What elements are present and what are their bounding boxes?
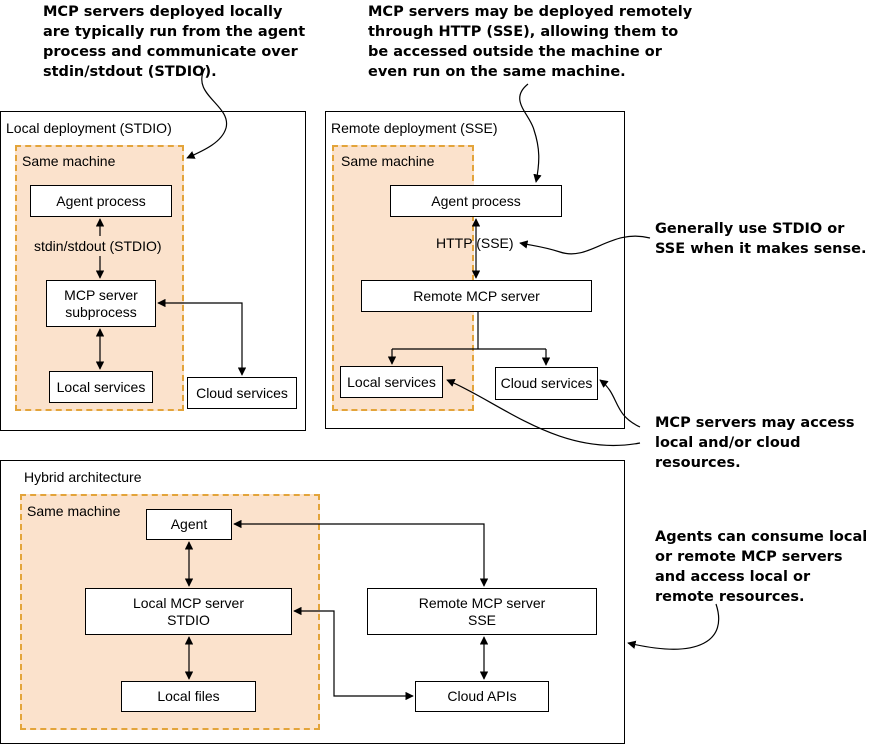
remote-zone-label: Same machine <box>341 153 435 169</box>
callout-local-curve <box>186 67 228 159</box>
hybrid-agent-remote-arrow <box>233 519 489 587</box>
hybrid-zone-label: Same machine <box>27 503 121 519</box>
hybrid-local-files-box: Local files <box>121 681 256 712</box>
hybrid-architecture-title: Hybrid architecture <box>24 469 142 485</box>
hybrid-cloud-apis-label: Cloud APIs <box>447 688 517 704</box>
local-mcp-subprocess-box: MCP server subprocess <box>46 280 156 327</box>
note-agents-consume: Agents can consume local or remote MCP s… <box>655 529 868 605</box>
remote-local-services-label: Local services <box>347 373 436 390</box>
local-services-box: Local services <box>49 371 153 403</box>
hybrid-local-cloud-arrow <box>293 606 414 701</box>
hybrid-local-mcp-line2: STDIO <box>167 611 210 628</box>
callout-agents-curve <box>627 603 720 650</box>
local-deployment-title: Local deployment (STDIO) <box>6 120 172 136</box>
local-services-label: Local services <box>56 378 146 395</box>
hybrid-local-mcp-box: Local MCP server STDIO <box>85 588 292 635</box>
note-resource-access: MCP servers may access local and/or clou… <box>655 415 855 471</box>
remote-mcp-server-box: Remote MCP server <box>361 280 592 312</box>
remote-deployment-title: Remote deployment (SSE) <box>331 120 498 136</box>
local-cloud-arrow <box>157 298 247 376</box>
remote-local-services-box: Local services <box>340 366 443 398</box>
callout-general-curve <box>519 235 651 255</box>
hybrid-remote-mcp-line1: Remote MCP server <box>418 594 546 611</box>
local-cloud-services-box: Cloud services <box>187 377 297 409</box>
remote-agent-process-label: Agent process <box>431 192 521 209</box>
remote-agent-process-box: Agent process <box>390 185 562 217</box>
local-cloud-services-label: Cloud services <box>196 384 288 401</box>
hybrid-local-files-label: Local files <box>157 688 220 704</box>
hybrid-local-mcp-line1: Local MCP server <box>132 594 244 611</box>
local-agent-process-box: Agent process <box>30 185 172 217</box>
callout-access-cloud-curve <box>599 379 641 428</box>
remote-mcp-server-label: Remote MCP server <box>413 287 540 304</box>
local-zone-label: Same machine <box>22 153 116 169</box>
callout-remote-curve <box>519 83 542 183</box>
local-agent-process-label: Agent process <box>56 192 146 209</box>
note-local-deployment: MCP servers deployed locally are typical… <box>43 4 306 80</box>
note-remote-deployment: MCP servers may be deployed remotely thr… <box>368 4 693 80</box>
remote-cloud-services-box: Cloud services <box>495 367 598 400</box>
local-stdio-link-label: stdin/stdout (STDIO) <box>34 238 162 254</box>
remote-cloud-services-label: Cloud services <box>500 375 593 391</box>
hybrid-remote-mcp-line2: SSE <box>467 611 496 628</box>
hybrid-cloud-apis-box: Cloud APIs <box>415 681 549 712</box>
hybrid-agent-label: Agent <box>170 516 208 532</box>
local-mcp-line2: subprocess <box>65 303 137 320</box>
local-mcp-line1: MCP server <box>64 286 138 303</box>
hybrid-agent-box: Agent <box>146 509 232 540</box>
note-general-usage: Generally use STDIO or SSE when it makes… <box>655 221 867 257</box>
callout-access-local-curve <box>446 379 641 447</box>
